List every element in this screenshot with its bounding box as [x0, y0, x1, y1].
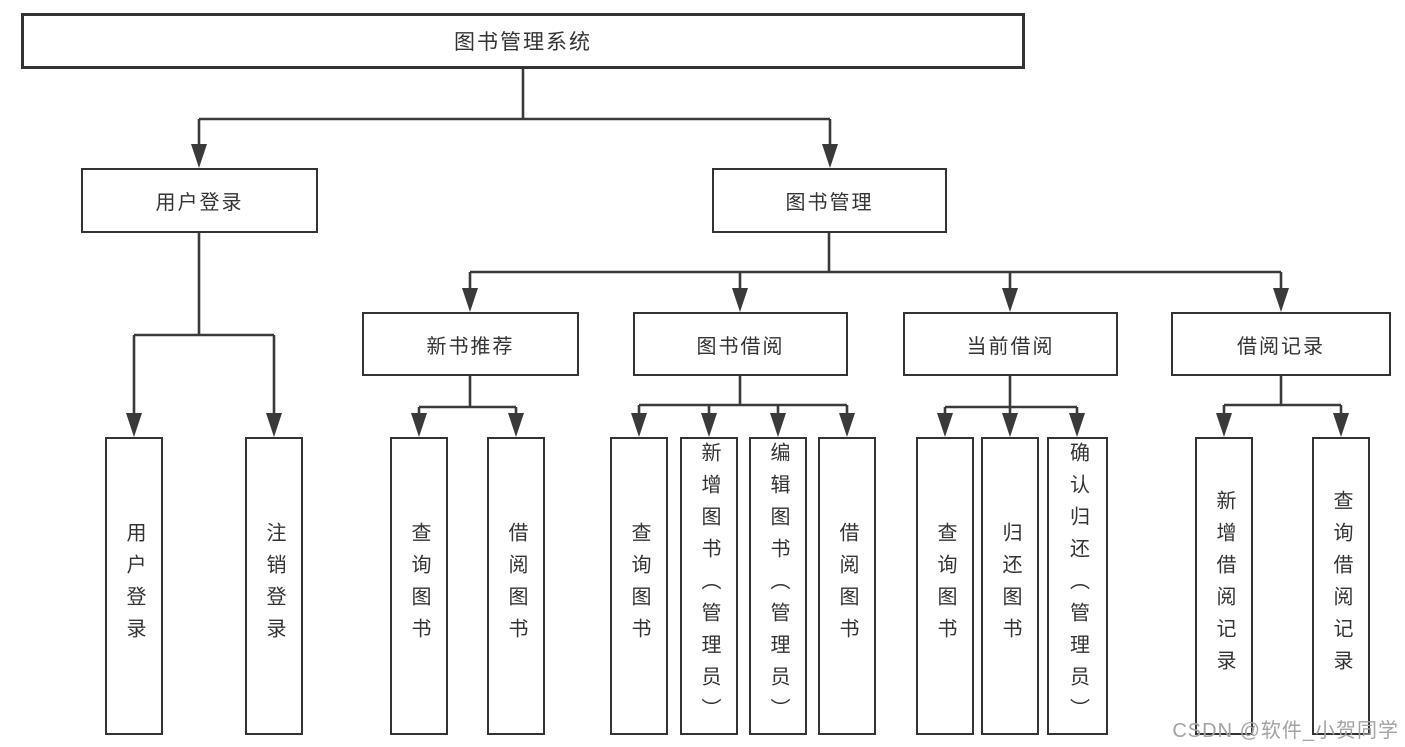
arrowhead-icon: [266, 413, 282, 437]
connector-current-borrow-to-leaves: [943, 376, 1079, 416]
arrowhead-icon: [839, 413, 855, 437]
leaf-borrow-books-label: 借阅图书: [836, 522, 858, 650]
node-current-borrowing-label: 当前借阅: [966, 335, 1055, 358]
leaf-query-books-borrow-label: 查询图书: [628, 522, 650, 650]
leaf-logout-label: 注销登录: [263, 522, 285, 650]
arrowhead-icon: [411, 413, 427, 437]
node-root: 图书管理系统: [21, 13, 1025, 69]
arrowhead-icon: [1216, 413, 1232, 437]
arrowhead-icon: [822, 144, 838, 168]
leaf-confirm-return-admin-label: 确认归还（管理员）: [1066, 442, 1089, 730]
node-borrowing-records-label: 借阅记录: [1237, 335, 1325, 358]
leaf-add-book-admin-label: 新增图书（管理员）: [698, 442, 720, 730]
arrowhead-icon: [701, 413, 717, 437]
node-user-login: 用户登录: [81, 168, 318, 233]
connector-root-to-level2: [197, 68, 832, 146]
leaf-borrow-books-recommend-label: 借阅图书: [505, 522, 527, 650]
connector-book-management-to-level3: [468, 233, 1283, 292]
leaf-add-borrow-record: 新增借阅记录: [1195, 437, 1253, 735]
leaf-query-books-recommend: 查询图书: [390, 437, 448, 735]
arrowhead-icon: [1273, 288, 1289, 312]
node-book-management: 图书管理: [712, 168, 947, 233]
leaf-add-borrow-record-label: 新增借阅记录: [1213, 490, 1235, 682]
leaf-borrow-books-recommend: 借阅图书: [487, 437, 545, 735]
node-borrowing-records: 借阅记录: [1171, 312, 1391, 376]
leaf-logout: 注销登录: [245, 437, 303, 735]
arrowhead-icon: [462, 288, 478, 312]
leaf-user-login-label: 用户登录: [123, 522, 145, 650]
arrowhead-icon: [1333, 413, 1349, 437]
arrowhead-icon: [631, 413, 647, 437]
leaf-edit-book-admin: 编辑图书（管理员）: [749, 437, 807, 735]
arrowhead-icon: [1002, 288, 1018, 312]
leaf-borrow-books: 借阅图书: [818, 437, 876, 735]
connector-new-book-to-leaves: [417, 376, 518, 416]
connector-borrow-records-to-leaves: [1222, 376, 1343, 416]
leaf-query-books-current-label: 查询图书: [934, 522, 956, 650]
arrowhead-icon: [732, 288, 748, 312]
leaf-add-book-admin: 新增图书（管理员）: [680, 437, 738, 735]
node-book-management-label: 图书管理: [785, 192, 874, 214]
arrowhead-icon: [937, 413, 953, 437]
node-new-book-recommendation-label: 新书推荐: [426, 335, 515, 358]
node-new-book-recommendation: 新书推荐: [362, 312, 579, 376]
leaf-return-books-label: 归还图书: [999, 522, 1021, 650]
node-book-borrowing-label: 图书借阅: [696, 335, 785, 358]
arrowhead-icon: [191, 144, 207, 168]
leaf-user-login: 用户登录: [105, 437, 163, 735]
watermark: CSDN @软件_小贺同学: [1172, 720, 1399, 742]
leaf-edit-book-admin-label: 编辑图书（管理员）: [767, 442, 789, 730]
node-book-borrowing: 图书借阅: [633, 312, 848, 376]
node-root-label: 图书管理系统: [454, 31, 592, 54]
leaf-query-books-current: 查询图书: [916, 437, 974, 735]
node-current-borrowing: 当前借阅: [903, 312, 1118, 376]
node-user-login-label: 用户登录: [155, 192, 244, 214]
arrowhead-icon: [126, 413, 142, 437]
connector-user-login-to-leaves: [132, 233, 276, 416]
leaf-query-borrow-record-label: 查询借阅记录: [1330, 490, 1352, 682]
connector-book-borrow-to-leaves: [637, 376, 849, 416]
arrowhead-icon: [1069, 413, 1085, 437]
arrowhead-icon: [1002, 413, 1018, 437]
leaf-confirm-return-admin: 确认归还（管理员）: [1047, 437, 1108, 735]
leaf-query-books-recommend-label: 查询图书: [408, 522, 430, 650]
arrowhead-icon: [770, 413, 786, 437]
leaf-query-books-borrow: 查询图书: [610, 437, 668, 735]
arrowhead-icon: [508, 413, 524, 437]
leaf-query-borrow-record: 查询借阅记录: [1312, 437, 1370, 735]
leaf-return-books: 归还图书: [981, 437, 1039, 735]
